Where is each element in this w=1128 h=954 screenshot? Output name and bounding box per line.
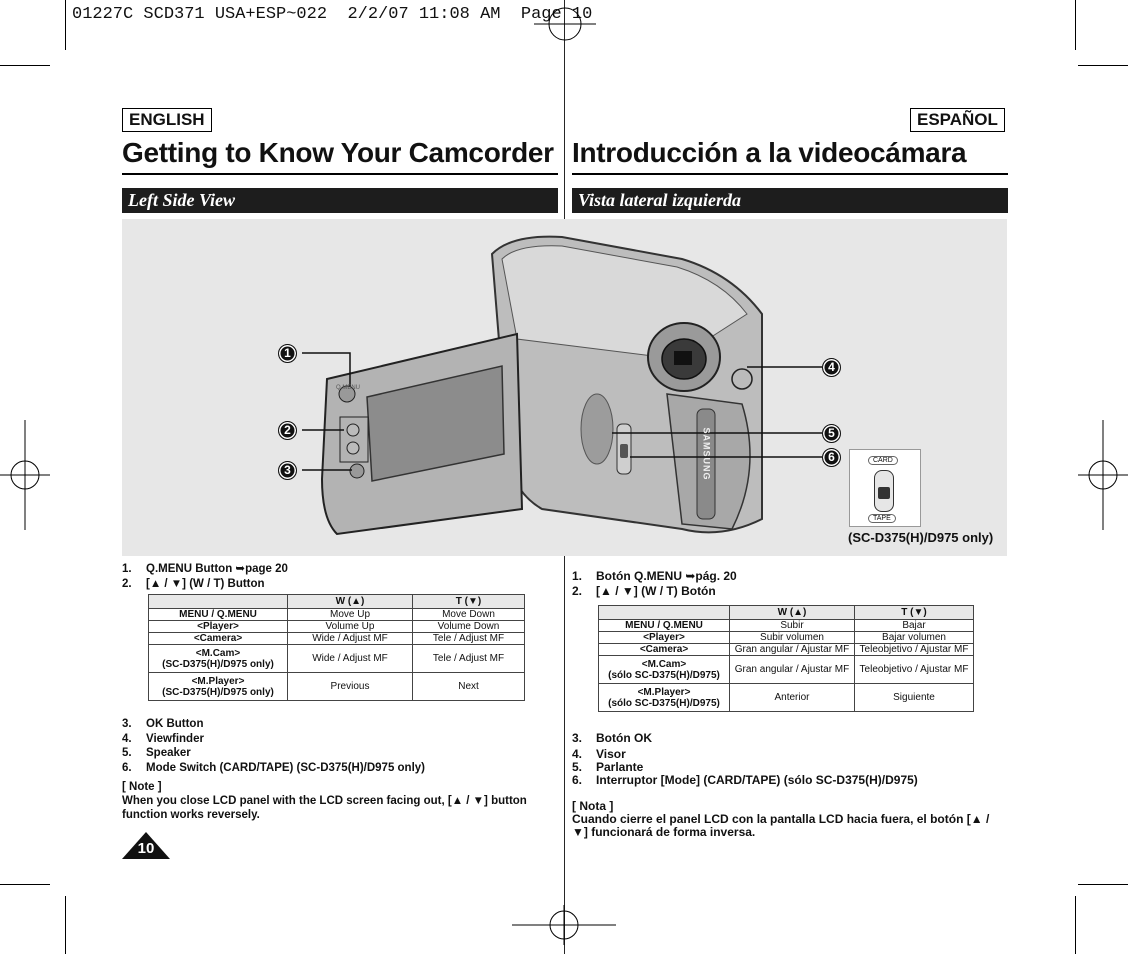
switch-card-label: CARD xyxy=(868,456,898,465)
list-item: 3.OK Button xyxy=(122,718,204,730)
lcd-menu-label: Q.MENU xyxy=(336,385,360,391)
spanish-items-top: 1.Botón Q.MENU ➥pág. 20 2.[▲ / ▼] (W / T… xyxy=(572,569,737,598)
list-item: 6.Interruptor [Mode] (CARD/TAPE) (sólo S… xyxy=(572,773,918,787)
page-number: 10 xyxy=(137,840,155,857)
page-number-triangle xyxy=(122,832,170,859)
language-tag-english: ENGLISH xyxy=(122,108,212,132)
registration-mark-top xyxy=(534,7,596,41)
camcorder-figure: Q.MENU SAMSUNG 1 2 3 4 5 6 CARD TAPE (SC… xyxy=(122,219,1007,556)
callout-1: 1 xyxy=(278,344,297,363)
list-item: 2.[▲ / ▼] (W / T) Button xyxy=(122,577,265,590)
note-text: When you close LCD panel with the LCD sc… xyxy=(122,795,527,821)
list-item: 6.Mode Switch (CARD/TAPE) (SC-D375(H)/D9… xyxy=(122,761,426,774)
list-item: 5.Speaker xyxy=(122,747,191,759)
table-row: <M.Player>(SC-D375(H)/D975 only) Previou… xyxy=(148,672,525,701)
note-text: Cuando cierre el panel LCD con la pantal… xyxy=(572,812,990,839)
list-item: 3.Botón OK xyxy=(572,731,652,745)
spanish-items-bottom: 3.Botón OK 4.Visor 5.Parlante 6.Interrup… xyxy=(572,732,918,787)
print-header: 01227C SCD371 USA+ESP~022 2/2/07 11:08 A… xyxy=(72,5,593,24)
registration-mark-bottom xyxy=(512,905,616,945)
figure-caption: (SC-D375(H)/D975 only) xyxy=(848,530,994,545)
title-rule-spanish xyxy=(572,173,1008,175)
english-items-top: 1.Q.MENU Button ➥page 20 2.[▲ / ▼] (W / … xyxy=(122,562,288,591)
list-item: 4.Visor xyxy=(572,747,626,761)
registration-mark-left xyxy=(0,420,50,530)
section-heading-spanish: Vista lateral izquierda xyxy=(572,188,1008,213)
list-item: 5.Parlante xyxy=(572,760,644,774)
callout-6: 6 xyxy=(822,448,841,467)
registration-mark-right xyxy=(1078,420,1128,530)
mode-switch-inset: CARD TAPE xyxy=(849,449,921,527)
english-items-bottom: 3.OK Button 4.Viewfinder 5.Speaker 6.Mod… xyxy=(122,717,425,775)
language-tag-spanish: ESPAÑOL xyxy=(910,108,1005,132)
spanish-note: [ Nota ] Cuando cierre el panel LCD con … xyxy=(572,800,992,839)
callout-4: 4 xyxy=(822,358,841,377)
callout-5: 5 xyxy=(822,424,841,443)
table-row: <M.Cam>(sólo SC-D375(H)/D975) Gran angul… xyxy=(598,655,974,684)
callout-3: 3 xyxy=(278,461,297,480)
list-item: 1.Botón Q.MENU ➥pág. 20 xyxy=(572,569,737,583)
table-row: W (▲) T (▼) xyxy=(598,605,974,620)
camcorder-illustration xyxy=(302,235,822,536)
brand-label: SAMSUNG xyxy=(701,427,712,481)
note-title: [ Nota ] xyxy=(572,799,614,813)
page-title-english: Getting to Know Your Camcorder xyxy=(122,137,554,168)
section-heading-english: Left Side View xyxy=(122,188,558,213)
list-item: 1.Q.MENU Button ➥page 20 xyxy=(122,563,288,575)
table-row: W (▲) T (▼) xyxy=(148,594,525,609)
switch-tape-label: TAPE xyxy=(868,514,896,523)
english-note: [ Note ] When you close LCD panel with t… xyxy=(122,780,542,822)
note-title: [ Note ] xyxy=(122,781,162,793)
table-row: <M.Cam>(SC-D375(H)/D975 only) Wide / Adj… xyxy=(148,644,525,673)
callout-2: 2 xyxy=(278,421,297,440)
title-rule-english xyxy=(122,173,558,175)
list-item: 2.[▲ / ▼] (W / T) Botón xyxy=(572,583,716,598)
list-item: 4.Viewfinder xyxy=(122,732,204,745)
table-row: <M.Player>(sólo SC-D375(H)/D975) Anterio… xyxy=(598,683,974,712)
page-title-spanish: Introducción a la videocámara xyxy=(572,137,967,168)
switch-body xyxy=(874,470,894,512)
